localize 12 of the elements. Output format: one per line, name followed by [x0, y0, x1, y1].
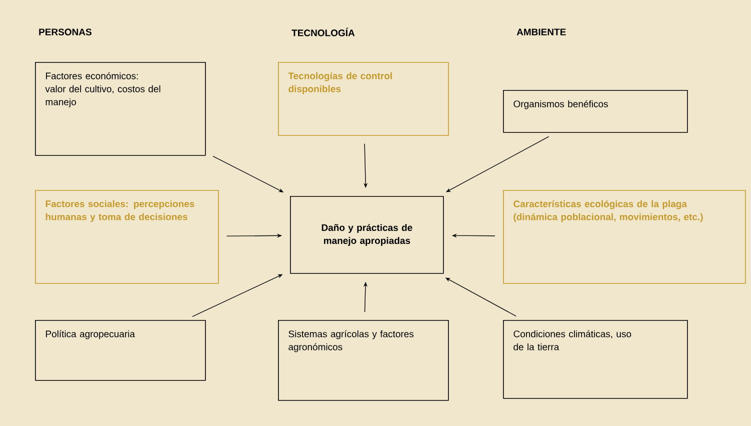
- center-box: Daño y prácticas de manejo apropiadas: [290, 196, 444, 274]
- factor-box: Política agropecuaria: [35, 320, 206, 381]
- column-heading: PERSONAS: [39, 28, 92, 36]
- factor-box: Sistemas agrícolas y factores agronómicos: [278, 320, 449, 401]
- factor-box: Factores económicos: valor del cultivo, costos del manejo: [35, 62, 206, 156]
- column-heading: AMBIENTE: [516, 28, 566, 36]
- column-heading: TECNOLOGÍA: [292, 28, 355, 36]
- highlight-box: Tecnologías de control disponibles: [278, 62, 449, 136]
- highlight-box: Factores sociales: percepciones humanas y toma de decisiones: [35, 190, 219, 284]
- factor-box: Organismos benéficos: [503, 90, 688, 133]
- highlight-box: Características ecológicas de la plaga (dinámica poblacional, movimientos, etc.): [503, 190, 746, 284]
- factor-box: Condiciones climáticas, uso de la tierra: [503, 320, 688, 399]
